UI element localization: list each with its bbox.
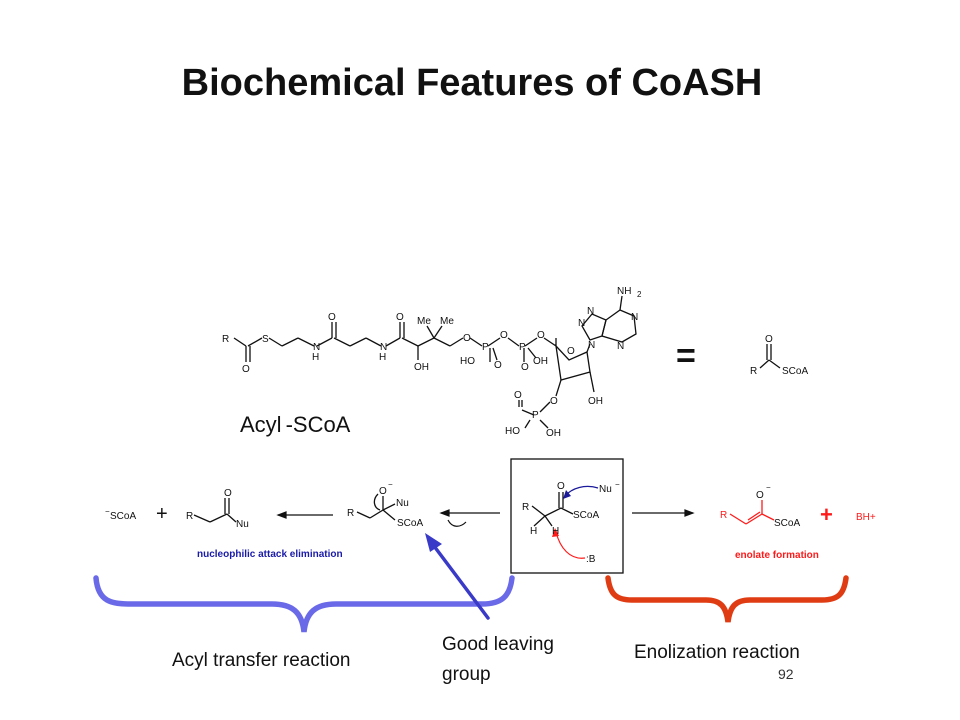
svg-text:Nu: Nu	[599, 484, 612, 495]
svg-text:N: N	[617, 341, 624, 352]
svg-text:R: R	[522, 502, 529, 513]
tetrahedral-intermediate	[356, 493, 396, 521]
svg-text:HO: HO	[460, 356, 475, 367]
good-leaving-label-line2: group	[442, 664, 491, 685]
svg-text:SCoA: SCoA	[774, 518, 800, 529]
svg-text:O: O	[521, 362, 529, 373]
svg-text:H: H	[379, 352, 386, 363]
reaction-arrows	[276, 509, 695, 527]
svg-text:O: O	[557, 481, 565, 492]
svg-text:Nu: Nu	[236, 519, 249, 530]
svg-text:O: O	[550, 396, 558, 407]
svg-text:SCoA: SCoA	[110, 511, 136, 522]
svg-text:O: O	[463, 333, 471, 344]
tetrahedral-labels: R O − Nu SCoA	[347, 480, 423, 529]
svg-text:O: O	[567, 346, 575, 357]
svg-text:SCoA: SCoA	[573, 510, 599, 521]
svg-text:SCoA: SCoA	[782, 366, 808, 377]
acyl-transfer-label: Acyl transfer reaction	[172, 650, 351, 671]
acyl-scoa-condensed-labels: R O SCoA	[750, 334, 808, 377]
enolization-brace	[605, 575, 849, 623]
svg-text:P: P	[519, 342, 526, 353]
svg-text:−: −	[105, 507, 110, 516]
svg-text:O: O	[756, 490, 764, 501]
svg-text::B: :B	[586, 554, 596, 565]
svg-text:R: R	[186, 511, 193, 522]
leaving-group-arrow	[425, 533, 490, 620]
svg-text:O: O	[494, 360, 502, 371]
central-acyl-arrows	[552, 485, 599, 559]
svg-text:N: N	[578, 318, 585, 329]
svg-text:R: R	[222, 334, 229, 345]
svg-text:R: R	[750, 366, 757, 377]
enolate-structure	[729, 500, 775, 525]
amide-product-bonds	[193, 498, 237, 523]
central-acyl-labels: R O SCoA H H Nu − :B	[522, 480, 620, 565]
svg-text:Me: Me	[417, 316, 431, 327]
equals-sign: =	[676, 337, 696, 375]
svg-text:O: O	[396, 312, 404, 323]
svg-text:SCoA: SCoA	[397, 518, 423, 529]
svg-text:NH: NH	[617, 286, 631, 297]
acyl-scoa-name: Acyl-SCoA	[240, 412, 351, 437]
svg-text:P: P	[482, 342, 489, 353]
acyl-scoa-condensed	[759, 344, 781, 369]
svg-text:H: H	[552, 526, 559, 537]
svg-text:O: O	[224, 488, 232, 499]
page-number: 92	[778, 666, 794, 682]
svg-text:OH: OH	[414, 362, 429, 373]
svg-text:OH: OH	[546, 428, 561, 439]
svg-text:N: N	[380, 342, 387, 353]
svg-text:OH: OH	[588, 396, 603, 407]
svg-text:N: N	[588, 340, 595, 351]
svg-text:S: S	[262, 334, 269, 345]
svg-text:HO: HO	[505, 426, 520, 437]
svg-text:R: R	[347, 508, 354, 519]
svg-text:O: O	[379, 486, 387, 497]
caption-enolate: enolate formation	[735, 550, 819, 561]
good-leaving-label-line1: Good leaving	[442, 634, 554, 655]
svg-text:O: O	[765, 334, 773, 345]
svg-text:O: O	[514, 390, 522, 401]
left-products: − SCoA + R O Nu	[105, 488, 249, 530]
svg-text:BH+: BH+	[856, 512, 876, 523]
svg-text:−: −	[615, 480, 620, 489]
svg-text:P: P	[532, 410, 539, 421]
central-acyl-structure	[531, 492, 574, 527]
svg-text:+: +	[820, 502, 833, 527]
svg-text:Nu: Nu	[396, 498, 409, 509]
svg-text:N: N	[313, 342, 320, 353]
enolate-labels: R O − SCoA + BH+	[720, 483, 876, 529]
svg-text:N: N	[587, 306, 594, 317]
svg-text:H: H	[312, 352, 319, 363]
svg-text:2: 2	[637, 290, 642, 299]
svg-text:H: H	[530, 526, 537, 537]
svg-text:OH: OH	[533, 356, 548, 367]
caption-nucleophilic: nucleophilic attack elimination	[197, 549, 343, 560]
coenzyme-a-structure	[233, 295, 637, 429]
svg-text:N: N	[631, 312, 638, 323]
svg-text:−: −	[766, 483, 771, 492]
acyl-transfer-brace	[93, 575, 515, 633]
svg-text:+: +	[156, 503, 168, 525]
enolization-label: Enolization reaction	[634, 642, 800, 663]
svg-text:O: O	[242, 364, 250, 375]
coenzyme-a-atom-labels: R O S N H O N H O OH Me Me O P HO O O P …	[222, 286, 642, 439]
svg-text:Me: Me	[440, 316, 454, 327]
svg-text:R: R	[720, 510, 727, 521]
central-acyl-box	[510, 458, 624, 574]
svg-text:−: −	[388, 480, 393, 489]
svg-text:O: O	[500, 330, 508, 341]
slide-title: Biochemical Features of CoASH	[181, 62, 763, 104]
svg-text:O: O	[328, 312, 336, 323]
svg-text:O: O	[537, 330, 545, 341]
